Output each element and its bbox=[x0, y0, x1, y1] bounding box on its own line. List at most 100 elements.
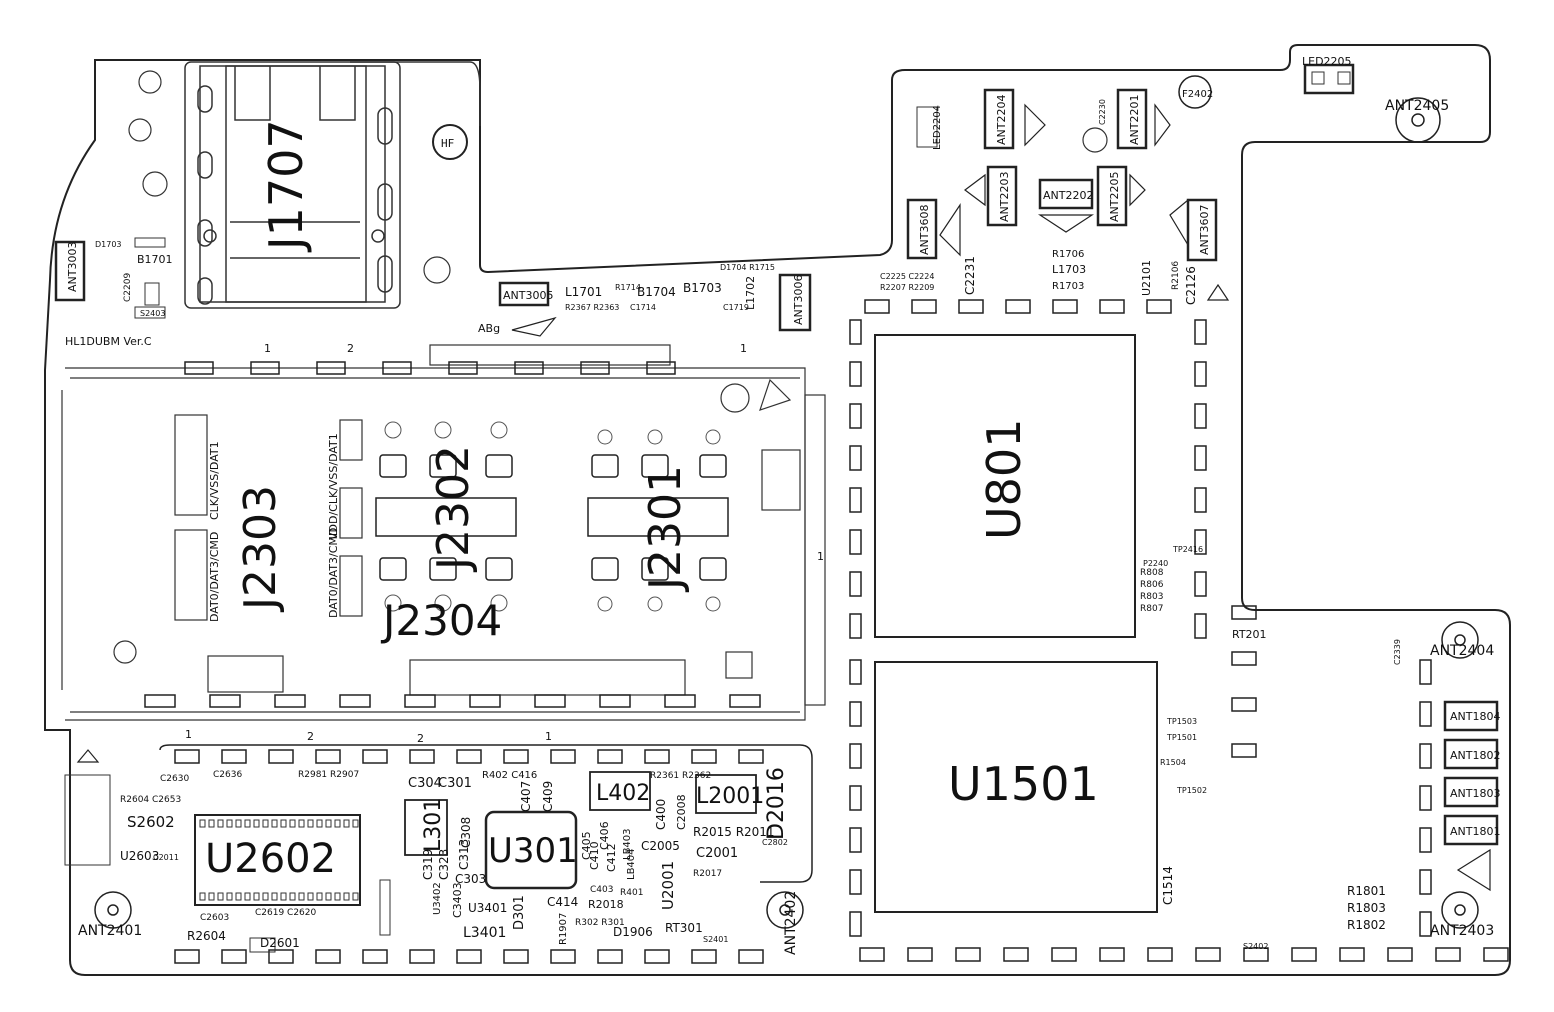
part-r2106: R2106 bbox=[1171, 261, 1181, 290]
part-b1703: B1703 bbox=[683, 281, 722, 295]
u2602-chip bbox=[194, 814, 361, 906]
u2602-pins bbox=[199, 819, 359, 901]
part-u3401: U3401 bbox=[468, 901, 507, 915]
part-r1907: R1907 bbox=[558, 913, 569, 945]
part-c2619: C2619 C2620 bbox=[255, 908, 317, 918]
hf-mark-circle bbox=[432, 124, 468, 160]
part-c313: C313 bbox=[457, 839, 471, 870]
part-c2339: C2339 bbox=[1393, 639, 1402, 665]
j1707-connector bbox=[184, 61, 481, 309]
pin-mark-1e: 1 bbox=[817, 550, 824, 563]
ant3005-label: ANT3005 bbox=[503, 289, 553, 302]
part-l1701: L1701 bbox=[565, 285, 602, 299]
part-c400: C400 bbox=[654, 799, 668, 830]
ant2404-label: ANT2404 bbox=[1430, 643, 1494, 659]
sim-round-pads bbox=[384, 421, 721, 612]
part-tp1503: TP1503 bbox=[1166, 717, 1197, 726]
ant1804-label: ANT1804 bbox=[1450, 710, 1500, 723]
part-led2205: LED2205 bbox=[1302, 55, 1352, 68]
part-c304: C304 bbox=[408, 776, 442, 791]
antenna-triangles bbox=[76, 103, 1491, 892]
part-c2630: C2630 bbox=[160, 774, 189, 784]
part-d1704: D1704 R1715 bbox=[720, 263, 775, 272]
part-c2231: C2231 bbox=[963, 256, 977, 295]
part-r2015: R2015 R2011 bbox=[693, 825, 775, 839]
part-s2602: S2602 bbox=[127, 813, 175, 831]
ant2203-label: ANT2203 bbox=[998, 172, 1011, 222]
part-l1703: L1703 bbox=[1052, 263, 1086, 276]
j2302-pads bbox=[375, 454, 729, 581]
u2602-label: U2602 bbox=[205, 836, 336, 882]
pin-mark-2c: 2 bbox=[307, 730, 314, 743]
ant3006-label: ANT3006 bbox=[792, 275, 805, 325]
part-c407: C407 bbox=[519, 781, 533, 812]
j2302-bot-pins: DAT0/DAT3/CMD bbox=[327, 528, 340, 618]
part-c1514: C1514 bbox=[1161, 866, 1175, 905]
part-c2001: C2001 bbox=[696, 846, 738, 861]
part-s2401: S2401 bbox=[703, 935, 728, 944]
l402-label: L402 bbox=[596, 781, 650, 806]
part-r2803: R803 bbox=[1140, 592, 1163, 602]
part-r2981: R2981 R2907 bbox=[298, 770, 359, 780]
part-u2603: U2603 bbox=[120, 849, 159, 863]
part-f2402: F2402 bbox=[1182, 89, 1213, 100]
d2016-label: D2016 bbox=[764, 767, 789, 840]
j2303-top-pins: CLK/VSS/DAT1 bbox=[208, 441, 221, 520]
part-c2011: C2011 bbox=[153, 853, 179, 862]
part-r2604b: R2604 bbox=[187, 929, 226, 943]
part-c323: C323 bbox=[437, 849, 451, 880]
part-p2240: P2240 bbox=[1143, 559, 1168, 568]
part-r2808: R808 bbox=[1140, 568, 1164, 578]
ant2405-label: ANT2405 bbox=[1385, 98, 1449, 114]
part-c410: C410 bbox=[588, 841, 601, 870]
part-r1703: R1703 bbox=[1052, 281, 1084, 292]
sim-tray-outline bbox=[61, 344, 826, 721]
part-r1504: R1504 bbox=[1160, 758, 1186, 767]
part-l1702: L1702 bbox=[744, 276, 757, 310]
part-u2101: U2101 bbox=[1140, 260, 1153, 296]
l2001-label: L2001 bbox=[696, 784, 764, 809]
part-r401: R401 bbox=[620, 888, 643, 898]
part-d301: D301 bbox=[512, 895, 527, 930]
part-u3402: U3402 bbox=[432, 882, 443, 915]
pin-mark-1b: 1 bbox=[740, 342, 747, 355]
part-c406: C406 bbox=[598, 821, 611, 850]
j2301-label: J2301 bbox=[640, 465, 691, 593]
part-c1714: C1714 bbox=[630, 303, 656, 312]
u801-chip bbox=[874, 334, 1136, 638]
part-r402: R402 C416 bbox=[482, 770, 537, 781]
perimeter-pads bbox=[144, 299, 1509, 964]
pin-mark-1: 1 bbox=[264, 342, 271, 355]
part-c1719: C1719 bbox=[723, 303, 749, 312]
pin-mark-1c: 1 bbox=[185, 728, 192, 741]
part-r2367: R2367 R2363 bbox=[565, 303, 619, 312]
inductor-outlines bbox=[404, 771, 757, 856]
pin-mark-2d: 2 bbox=[417, 732, 424, 745]
j2303-label: J2303 bbox=[235, 485, 286, 613]
part-lb404: LB404 bbox=[626, 848, 637, 880]
part-c409: C409 bbox=[541, 781, 555, 812]
part-c301: C301 bbox=[438, 776, 472, 791]
part-c2209: C2209 bbox=[123, 273, 133, 302]
part-c2603: C2603 bbox=[200, 913, 229, 923]
part-r1803: R1803 bbox=[1347, 901, 1386, 915]
part-r2604: R2604 C2653 bbox=[120, 795, 181, 805]
part-r2807: R807 bbox=[1140, 604, 1163, 614]
u801-label: U801 bbox=[977, 419, 1031, 540]
part-c308: C308 bbox=[459, 817, 473, 848]
part-s2402: S2402 bbox=[1243, 942, 1268, 951]
part-c303: C303 bbox=[455, 872, 486, 886]
part-d2601: D2601 bbox=[260, 936, 300, 950]
part-s2403: S2403 bbox=[140, 309, 165, 318]
part-c405: C405 bbox=[580, 831, 593, 860]
ant2202-label: ANT2202 bbox=[1043, 189, 1093, 202]
ant1802-label: ANT1802 bbox=[1450, 749, 1500, 762]
part-rt201: RT201 bbox=[1232, 628, 1267, 641]
part-rt301: RT301 bbox=[665, 921, 703, 935]
part-d1703: D1703 bbox=[95, 240, 122, 249]
part-c3403: C3403 bbox=[451, 882, 464, 918]
part-c2230: C2230 bbox=[1098, 99, 1107, 125]
part-r2018: R2018 bbox=[588, 898, 624, 911]
round-antenna-pads bbox=[94, 75, 1479, 929]
